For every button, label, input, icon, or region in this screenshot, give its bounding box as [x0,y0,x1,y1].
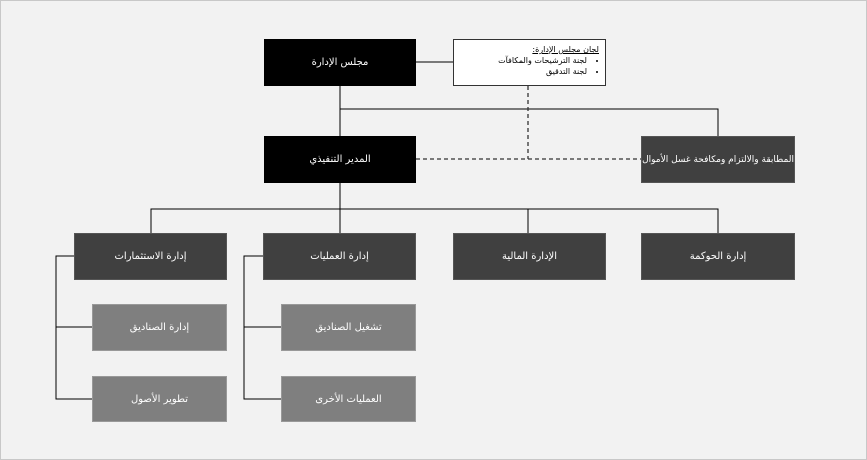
department-governance: إدارة الحوكمة [641,233,795,280]
unit-funds-management: إدارة الصناديق [92,304,227,351]
committees-box: لجان مجلس الإدارة: لجنة الترشيحات والمكا… [453,39,606,86]
unit-asset-development: تطوير الأصول [92,376,227,422]
department-finance: الإدارة المالية [453,233,606,280]
committees-title: لجان مجلس الإدارة: [532,45,599,54]
committee-item: لجنة التدقيق [460,66,587,77]
board-box: مجلس الإدارة [264,39,416,86]
unit-funds-operation: تشغيل الصناديق [281,304,416,351]
unit-other-operations: العمليات الأخرى [281,376,416,422]
department-operations: إدارة العمليات [263,233,416,280]
committee-item: لجنة الترشيحات والمكافآت [460,55,587,66]
compliance-box: المطابقة والالتزام ومكافحة غسل الأموال [641,136,795,183]
department-investments: إدارة الاستثمارات [74,233,227,280]
ceo-box: المدير التنفيذي [264,136,416,183]
